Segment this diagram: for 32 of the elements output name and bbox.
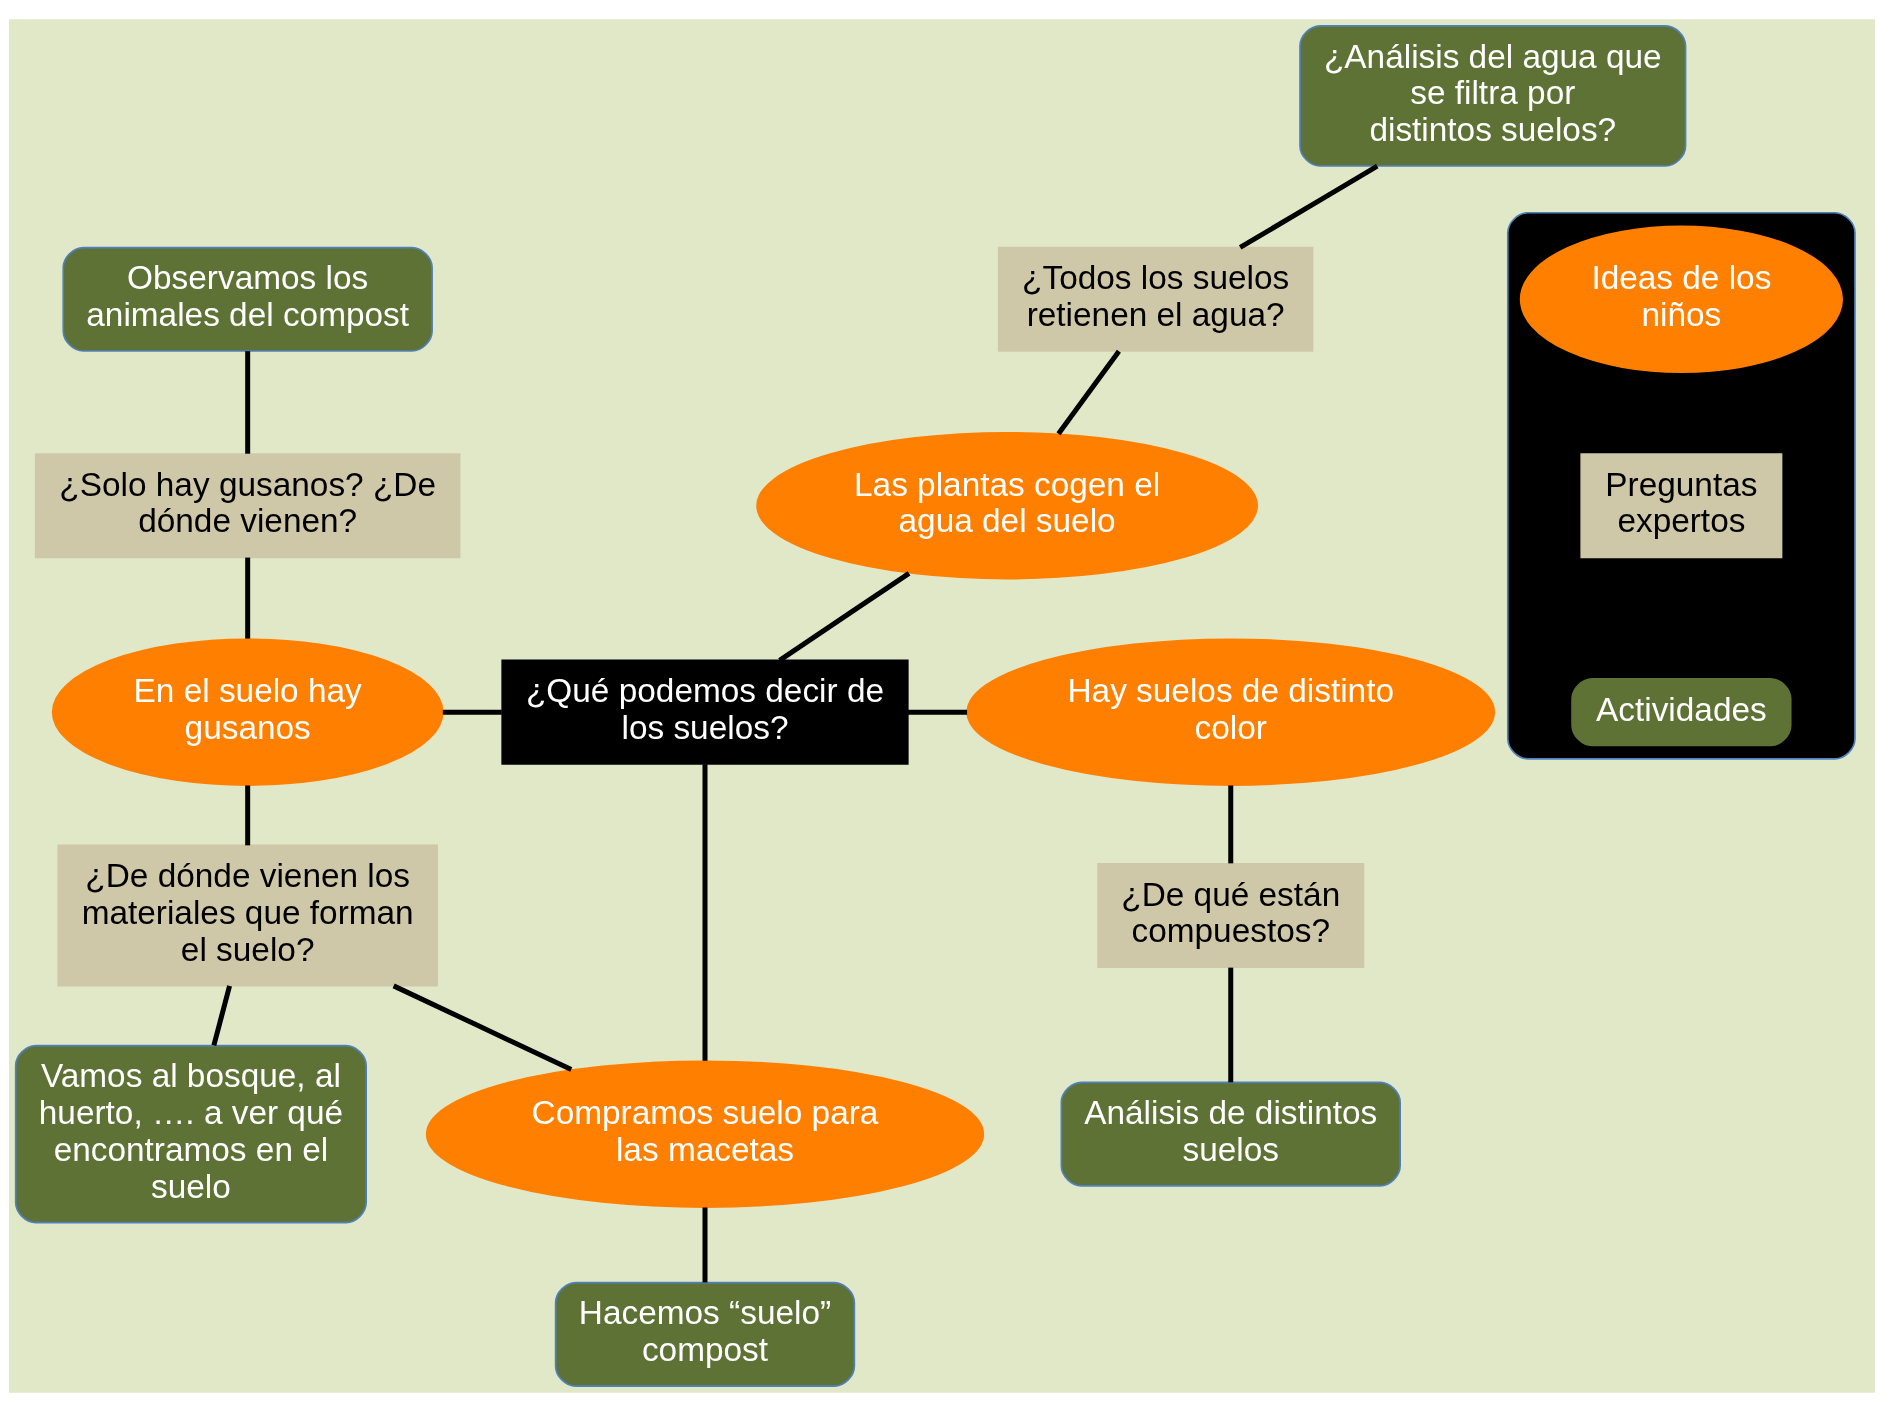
connector xyxy=(702,1206,707,1282)
connector xyxy=(702,763,707,1061)
node-ellipse: Hay suelos de distinto color xyxy=(965,637,1495,786)
node-box xyxy=(1506,211,1856,760)
node-box: ¿Todos los suelos retienen el agua? xyxy=(997,246,1313,352)
connector xyxy=(392,983,572,1072)
connector xyxy=(1227,967,1233,1082)
connector xyxy=(1056,349,1121,435)
node-box: ¿Análisis del agua que se filtra por distintos suelos? xyxy=(1298,24,1686,167)
node-box: Observamos los animales del compost xyxy=(61,246,433,352)
connector xyxy=(1238,163,1378,250)
connector xyxy=(244,350,250,454)
node-box: ¿De qué están compuestos? xyxy=(1096,862,1364,968)
connector xyxy=(777,570,910,662)
node-box: ¿Qué podemos decir de los suelos? xyxy=(500,659,909,765)
legend-label: Ideas de los niños xyxy=(1590,258,1771,333)
connector xyxy=(244,557,250,639)
connector xyxy=(442,709,502,715)
node-box: Hacemos “suelo” compost xyxy=(554,1281,855,1387)
node-ellipse: En el suelo hay gusanos xyxy=(51,637,444,786)
connector xyxy=(1227,784,1233,863)
connector xyxy=(244,784,250,845)
node-box: Vamos al bosque, al huerto, …. a ver qué encontramos en el suelo xyxy=(14,1044,367,1223)
legend-label: Preguntas expertos xyxy=(1604,465,1757,539)
legend-label: Actividades xyxy=(1595,689,1767,727)
node-box: Análisis de distintos suelos xyxy=(1060,1081,1401,1187)
node-box: ¿Solo hay gusanos? ¿De dónde vienen? xyxy=(34,452,460,558)
connector xyxy=(210,984,232,1046)
node-ellipse: Compramos suelo para las macetas xyxy=(425,1059,984,1208)
node-ellipse: Las plantas cogen el agua del suelo xyxy=(755,431,1258,579)
node-box: ¿De dónde vienen los materiales que forman el suelo? xyxy=(56,844,438,986)
connector xyxy=(907,709,967,715)
